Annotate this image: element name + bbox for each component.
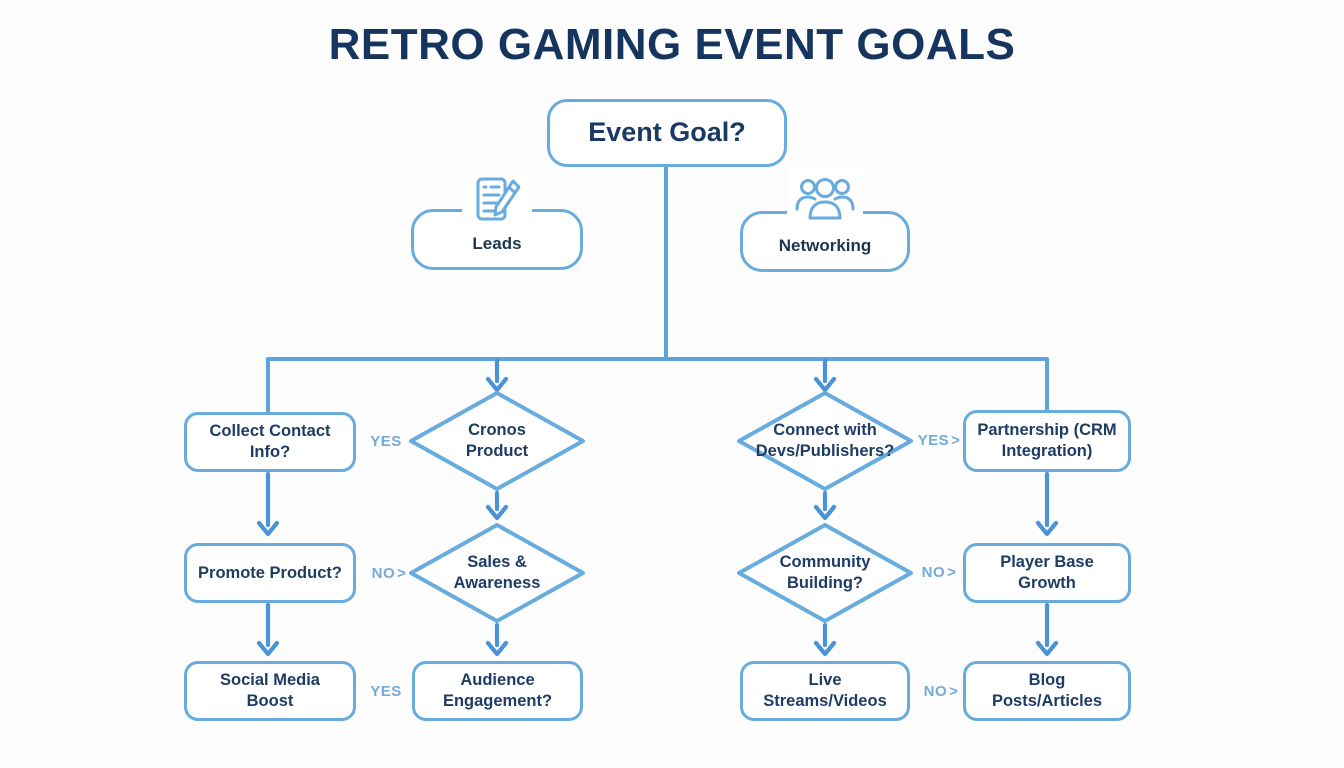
node-partnership-crm-label: Partnership (CRM Integration) [977,421,1117,460]
node-live-streams-videos: Live Streams/Videos [740,661,910,721]
node-promote-product: Promote Product? [184,543,356,603]
node-player-base-growth: Player Base Growth [963,543,1131,603]
page-title: RETRO GAMING EVENT GOALS [328,20,1016,69]
edge-label-text: YES [370,432,402,450]
diamond-sales-awareness-text: Sales & Awareness [453,553,541,592]
diamond-connect-devs [737,391,913,491]
diamond-connect-devs-label: Connect with Devs/Publishers? [748,414,902,468]
node-player-base-growth-label: Player Base Growth [1000,553,1094,592]
diamond-community-building-label: Community Building? [765,546,885,600]
node-audience-engagement-label: Audience Engagement? [442,671,553,710]
node-promote-product-label: Promote Product? [198,563,342,582]
edge-label-text: NO [923,682,948,700]
edge-label-text: YES [370,682,402,700]
arrow-col2-row1-row2 [485,490,509,521]
node-networking-label: Networking [778,235,872,255]
edge-label-no-row2-left: NO> [362,562,416,584]
edge-label-no-row2-right: NO> [908,561,970,583]
diamond-connect-devs-text: Connect with Devs/Publishers? [755,421,895,460]
edge-label-text: NO [371,564,396,582]
arrow-col1-row2-row3 [256,602,280,657]
node-collect-contact-info: Collect Contact Info? [184,412,356,472]
arrow-col3-row1-row2 [813,490,837,521]
people-group-icon [787,168,863,228]
diamond-community-building [737,523,913,623]
arrow-into-leads-branch-diamond [485,358,509,393]
edge-label-text: YES [917,431,950,449]
diamond-cronos-product [409,391,585,491]
chevron-right-icon: > [947,563,957,581]
chevron-right-icon: > [951,431,961,449]
arrow-col4-row2-row3 [1035,602,1059,657]
node-live-streams-videos-label: Live Streams/Videos [763,671,887,710]
arrow-col2-row2-row3 [485,622,509,657]
node-leads-label: Leads [472,233,522,253]
node-blog-posts-articles-label: Blog Posts/Articles [991,671,1103,710]
diamond-cronos-product-text: Cronos Product [465,421,529,460]
chevron-right-icon: > [397,564,407,582]
arrow-into-networking-branch-diamond [813,358,837,393]
node-blog-posts-articles: Blog Posts/Articles [963,661,1131,721]
node-social-media-boost-label: Social Media Boost [220,671,320,710]
node-partnership-crm: Partnership (CRM Integration) [963,410,1131,472]
node-audience-engagement: Audience Engagement? [412,661,583,721]
node-event-goal: Event Goal? [547,99,787,167]
node-event-goal-label: Event Goal? [588,117,746,148]
diamond-cronos-product-label: Cronos Product [437,414,557,468]
arrow-col1-row1-row2 [256,471,280,537]
node-social-media-boost: Social Media Boost [184,661,356,721]
edge-label-yes-row3-left: YES [360,680,414,702]
edge-label-text: NO [921,563,946,581]
edge-label-no-row3-right: NO> [910,680,972,702]
arrow-col3-row2-row3 [813,622,837,657]
edge-label-yes-row1-left: YES [360,430,414,452]
document-pencil-icon [462,172,532,234]
node-collect-contact-info-label: Collect Contact Info? [209,422,331,461]
edge-label-yes-row1-right: YES> [908,429,970,451]
diamond-sales-awareness-label: Sales & Awareness [437,546,557,600]
diamond-community-building-text: Community Building? [779,553,871,592]
chevron-right-icon: > [949,682,959,700]
arrow-col4-row1-row2 [1035,471,1059,537]
connector-branch-rail [266,357,1049,413]
diamond-sales-awareness [409,523,585,623]
